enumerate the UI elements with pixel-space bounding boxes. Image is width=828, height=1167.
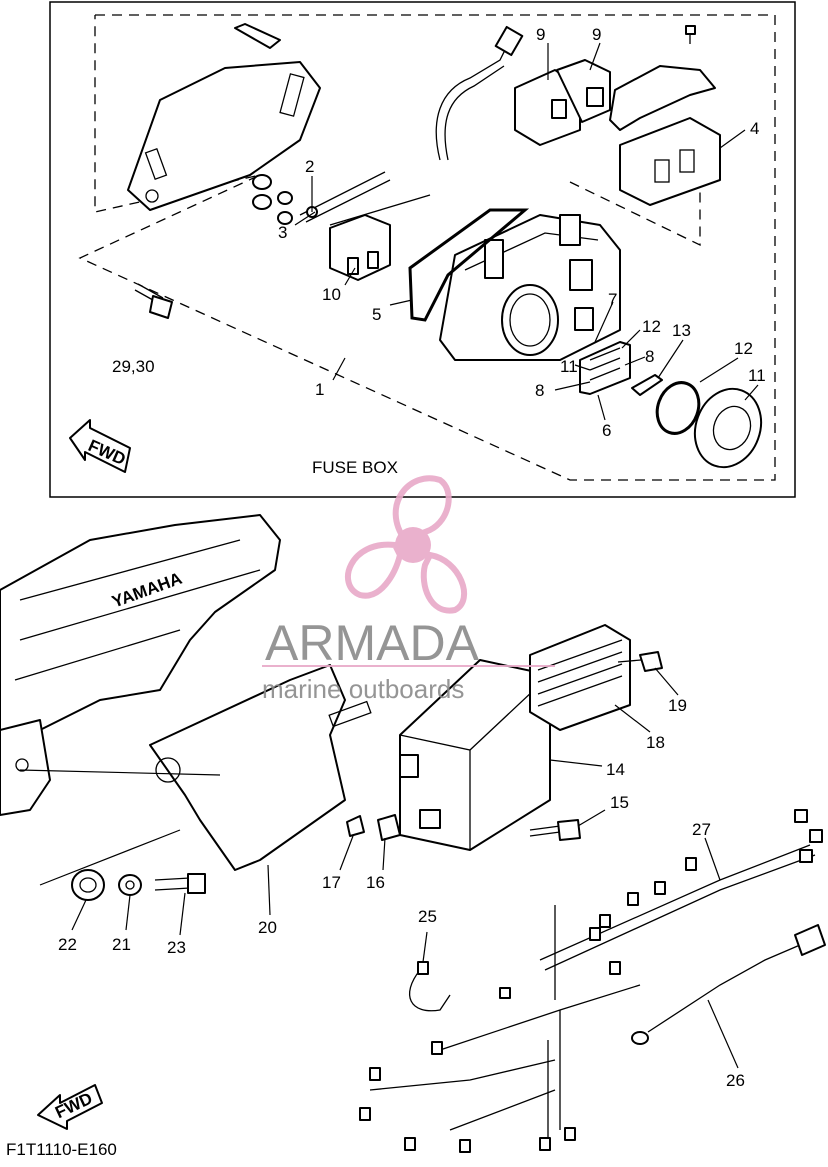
bolt-21 [617, 651, 663, 672]
callout-17: 15 [610, 793, 629, 812]
bracket-clamp-4 [609, 25, 721, 206]
callout-8-right-label: 8 [645, 347, 654, 366]
fuse-box-frame [49, 1, 796, 498]
callout-9-right: 12 [642, 317, 661, 336]
gasket-5 [408, 208, 530, 322]
watermark-tagline: marine outboards [262, 674, 464, 704]
relay-10 [514, 69, 581, 146]
callout-1: 1 [315, 380, 324, 399]
fuse-box-title: FUSE BOX [312, 458, 398, 477]
propeller-logo-icon [345, 475, 468, 614]
callouts: 9 9 4 2 3 10 5 1 29,30 7 12 10 8 11 8 6 … [6, 25, 766, 1159]
starter-relay-12 [329, 214, 391, 281]
callout-7: 7 [608, 290, 617, 309]
callout-13: 11 [748, 366, 766, 385]
callout-23: 21 [112, 935, 131, 954]
washer-23 [118, 874, 142, 896]
grommet-19 [346, 815, 365, 837]
fwd-arrow-top: FWD [69, 419, 131, 473]
fwd-arrow-bottom: FWD [37, 1084, 103, 1130]
drawing-code: F1T1110-E160 [6, 1140, 117, 1159]
callout-21: 19 [668, 696, 687, 715]
assembly-line-22 [39, 829, 181, 886]
fuse-box-body [439, 214, 621, 361]
cap-13 [693, 387, 763, 469]
callout-3: 3 [278, 223, 287, 242]
callout-6: 6 [602, 421, 611, 440]
callout-18: 16 [366, 873, 385, 892]
callout-8-left: 8 [535, 381, 544, 400]
battery-cable-27 [631, 924, 826, 1045]
mounting-bracket [127, 23, 321, 211]
rectifier-20 [529, 624, 631, 731]
fuse-15 [631, 374, 663, 396]
grommet-24 [71, 869, 105, 901]
callout-4: 4 [750, 119, 759, 138]
wire-26 [409, 961, 451, 1012]
callout-16: 14 [606, 760, 625, 779]
cdi-unit-16 [399, 659, 551, 851]
bolt-29-30 [134, 283, 173, 319]
leader-lines [71, 42, 759, 1069]
callout-20: 18 [646, 733, 665, 752]
armada-watermark: ARMADA marine outboards [262, 475, 555, 704]
callout-26: 25 [418, 907, 437, 926]
callout-28: 27 [692, 820, 711, 839]
callout-15: 13 [672, 321, 691, 340]
callout-9-left: 11 [560, 357, 578, 376]
callout-27: 26 [726, 1071, 745, 1090]
engine-cover: YAMAHA [0, 514, 281, 816]
callout-10: 9 [536, 25, 545, 44]
callout-24: 22 [58, 935, 77, 954]
callout-29-30: 29,30 [112, 357, 155, 376]
callout-19: 17 [322, 873, 341, 892]
collar-18 [377, 814, 401, 841]
bracket-22 [149, 664, 372, 871]
callout-12: 10 [322, 285, 341, 304]
watermark-brand: ARMADA [265, 615, 480, 671]
callout-22: 20 [258, 918, 277, 937]
assembly-line-cover [19, 769, 221, 776]
relay-11 [556, 59, 611, 123]
fuse-holder-6-9 [579, 341, 631, 395]
bolt-17 [529, 819, 581, 841]
bolt-25 [154, 873, 206, 894]
o-ring-14 [655, 381, 701, 435]
main-cable [435, 25, 524, 161]
wire-terminals [252, 171, 431, 226]
callout-5: 5 [372, 305, 381, 324]
callout-11: 9 [592, 25, 601, 44]
callout-14-label: 12 [734, 339, 753, 358]
wiring-harness-28 [359, 809, 823, 1153]
callout-2: 2 [305, 157, 314, 176]
callout-25: 23 [167, 938, 186, 957]
